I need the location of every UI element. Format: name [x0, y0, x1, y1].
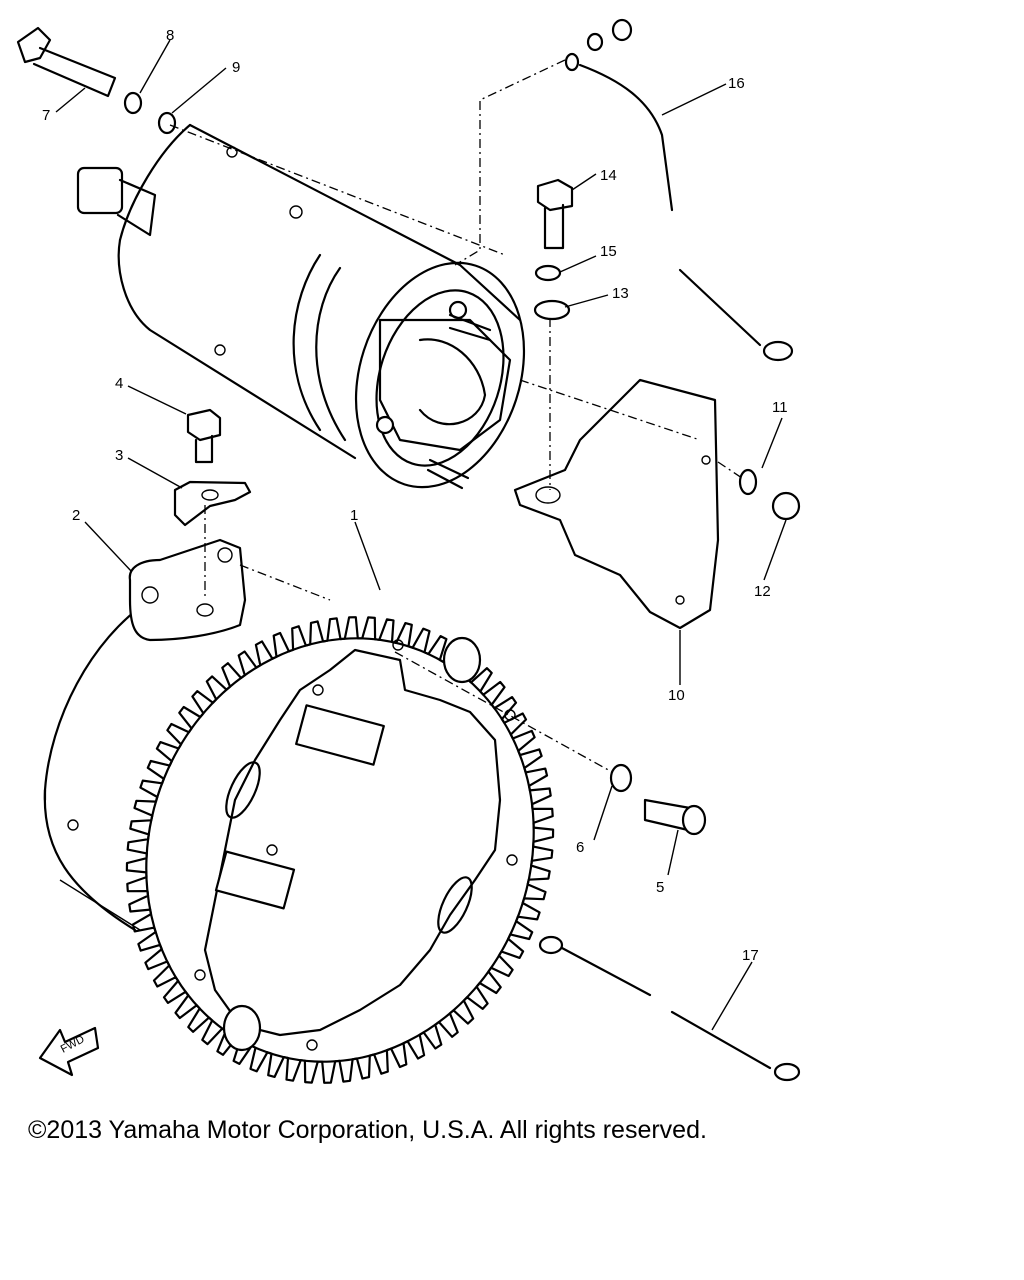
ring-gear-teeth [125, 616, 555, 1084]
starter-motor-exploded-diagram: FWD 1 2 3 4 5 6 7 8 9 10 11 12 13 14 [16, 18, 801, 1084]
callout-6: 6 [576, 839, 584, 856]
bolt-part-4 [186, 408, 222, 464]
washer-part-15 [534, 264, 562, 282]
callout-14: 14 [600, 167, 617, 184]
callout-numbers: 1 2 3 4 5 6 7 8 9 10 11 12 13 14 15 16 1… [42, 27, 788, 964]
bolt-part-14 [536, 178, 574, 250]
starter-cover [513, 378, 720, 630]
callout-leaders [55, 39, 787, 1031]
callout-17: 17 [742, 947, 759, 964]
starter-motor [76, 123, 526, 490]
callout-1: 1 [350, 507, 358, 524]
fwd-direction-arrow: FWD [38, 1026, 100, 1077]
washer-part-6 [609, 763, 633, 793]
callout-12: 12 [754, 583, 771, 600]
copyright-notice: ©2013 Yamaha Motor Corporation, U.S.A. A… [28, 1116, 707, 1144]
callout-11: 11 [772, 399, 788, 416]
lock-washer-plate [173, 480, 252, 527]
callout-10: 10 [668, 687, 685, 704]
nut-part-12 [771, 491, 801, 521]
washer-part-9 [157, 111, 177, 135]
washer-part-11 [738, 468, 758, 496]
callout-7: 7 [42, 107, 50, 124]
bolt-part-7 [16, 26, 117, 98]
flywheel-rotor [43, 598, 278, 932]
callout-9: 9 [232, 59, 240, 76]
callout-15: 15 [600, 243, 617, 260]
callout-16: 16 [728, 75, 745, 92]
callout-3: 3 [115, 447, 123, 464]
callout-5: 5 [656, 879, 664, 896]
ring-gear-tooth-outline [125, 616, 555, 1084]
bolt-part-5 [643, 798, 707, 836]
lead-wire-16 [564, 18, 794, 362]
washer-part-8 [123, 91, 143, 115]
alignment-lines [169, 59, 743, 773]
starter-ring-gear [125, 616, 555, 1084]
callout-4: 4 [115, 375, 123, 392]
washer-part-13 [533, 299, 571, 321]
callout-13: 13 [612, 285, 629, 302]
lead-wire-17 [538, 935, 801, 1082]
starter-bracket [128, 538, 247, 642]
callout-2: 2 [72, 507, 80, 524]
callout-8: 8 [166, 27, 174, 44]
